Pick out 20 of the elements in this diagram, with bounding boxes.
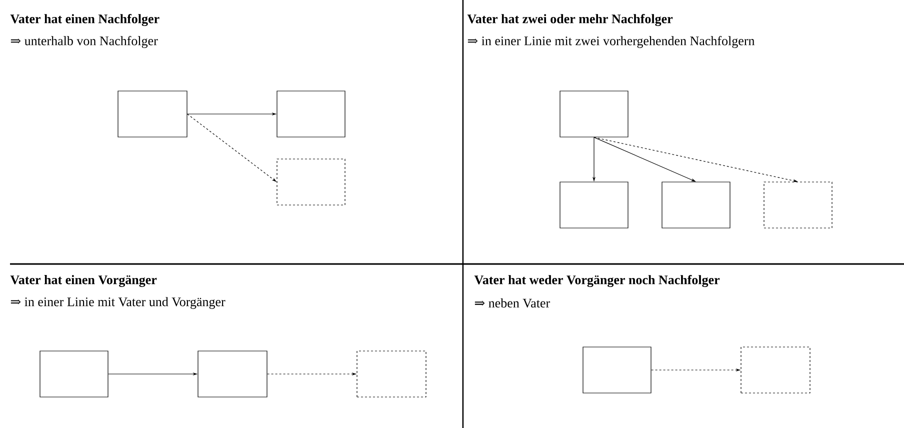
box: [40, 350, 108, 398]
subheading: ⇒ unterhalb von Nachfolger: [10, 36, 158, 48]
dashed-box: [740, 346, 810, 394]
dashed-box: [276, 158, 346, 206]
box: [276, 90, 346, 138]
subheading: ⇒ neben Vater: [474, 298, 550, 308]
box: [560, 182, 628, 228]
dashed-box: [764, 182, 832, 228]
box: [118, 90, 188, 138]
box: [198, 350, 268, 398]
box: [560, 90, 628, 138]
box: [582, 346, 652, 394]
heading: Vater hat einen Vorgänger: [10, 275, 157, 287]
box: [662, 182, 730, 228]
heading: Vater hat einen Nachfolger: [10, 14, 160, 26]
subheading: ⇒ in einer Linie mit Vater und Vorgänger: [10, 297, 226, 309]
heading: Vater hat zwei oder mehr Nachfolger: [467, 14, 673, 26]
dashed-box: [356, 350, 426, 398]
heading: Vater hat weder Vorgänger noch Nachfolger: [474, 274, 720, 288]
subheading: ⇒ in einer Linie mit zwei vorhergehenden Nachfolgern: [468, 36, 755, 48]
